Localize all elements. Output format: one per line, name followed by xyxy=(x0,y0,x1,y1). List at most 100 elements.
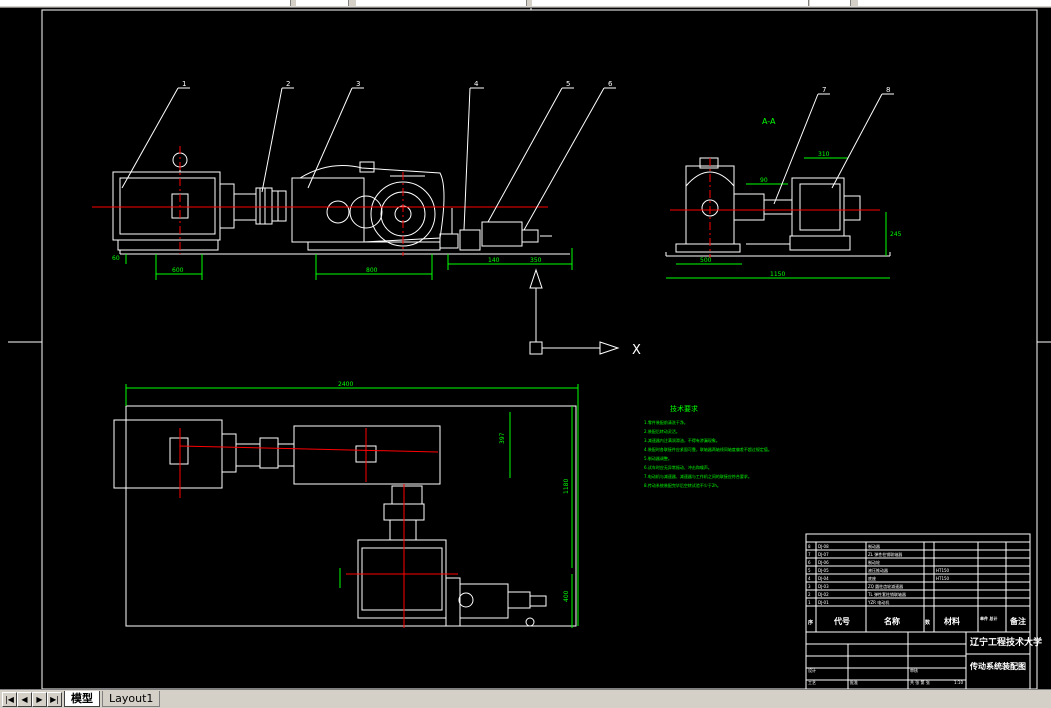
dim-plan-2: 397 xyxy=(499,432,506,444)
prev-tab-button[interactable]: ◀ xyxy=(17,692,32,707)
plan-dimensions xyxy=(125,384,579,628)
dim-side-3: 500 xyxy=(700,257,712,264)
tb-header-code: 代号 xyxy=(833,616,850,626)
tb-row-6-name: 制动轮 xyxy=(868,559,880,565)
dim-front-1: 600 xyxy=(172,267,184,274)
title-block-rows: 8 DJ-08 制动器 7 DJ-07 ZL 弹性柱销联轴器 6 DJ-06 制… xyxy=(808,543,950,605)
plan-dimension-texts: 2400 397 1180 400 xyxy=(338,381,570,602)
dim-front-3: 140 xyxy=(488,257,500,264)
side-dimensions xyxy=(666,157,890,279)
toolbar-field-6[interactable] xyxy=(858,0,1051,6)
brake-assembly xyxy=(439,208,552,251)
motor xyxy=(112,152,235,251)
side-balloon-numbers: 7 8 xyxy=(822,86,890,94)
ucs-x-label: X xyxy=(632,343,641,358)
tb-header-weight: 单件 总计 xyxy=(980,615,997,621)
tb-drawing-title: 传动系统装配图 xyxy=(969,661,1026,671)
tb-row-4-code: DJ-04 xyxy=(818,576,829,581)
tb-check: 审核 xyxy=(910,667,918,673)
front-dimensions xyxy=(125,248,573,280)
toolbar-field-1[interactable] xyxy=(0,0,291,6)
dim-front-4: 350 xyxy=(530,257,542,264)
tb-header-qty: 数 xyxy=(925,619,931,626)
base-rail xyxy=(119,250,570,255)
toolbar-field-2[interactable] xyxy=(296,0,349,6)
tech-req-line-7: 7.电动机与减速器、减速器与工作机之间的联接应符合要求。 xyxy=(644,473,752,479)
tb-row-3-code: DJ-03 xyxy=(818,584,829,589)
tb-row-5-no: 5 xyxy=(808,568,811,573)
first-tab-button[interactable]: |◀ xyxy=(2,692,17,707)
title-block-sign-rows: 设计 工艺 批准 审核 1:10 共 张 第 张 xyxy=(808,667,963,685)
balloon-7: 7 xyxy=(822,86,826,94)
front-dimension-texts: 600 800 140 350 60 xyxy=(112,255,542,274)
dim-front-2: 800 xyxy=(366,267,378,274)
front-balloon-numbers: 1 2 3 4 5 6 xyxy=(182,80,613,88)
balloon-1: 1 xyxy=(182,80,186,88)
drawing-canvas[interactable]: 1 2 3 4 5 6 600 800 140 350 60 A-A xyxy=(0,8,1051,690)
toolbar-field-5[interactable] xyxy=(810,0,851,6)
tech-req-title: 技术要求 xyxy=(670,404,698,413)
front-view xyxy=(92,87,616,280)
dim-plan-1: 2400 xyxy=(338,381,353,388)
tb-row-7-name: ZL 弹性柱销联轴器 xyxy=(868,551,902,557)
balloon-4: 4 xyxy=(474,80,479,88)
dim-plan-3: 1180 xyxy=(563,479,570,494)
tech-req-line-6: 6.试车时应无异常振动、冲击和噪声。 xyxy=(644,464,712,470)
side-dimension-texts: 90 310 500 1150 245 xyxy=(700,151,902,278)
balloon-3: 3 xyxy=(356,80,360,88)
tb-row-8-code: DJ-08 xyxy=(818,544,829,549)
title-block xyxy=(805,533,1031,690)
layout-tab-bar: |◀ ◀ ▶ ▶| 模型 Layout1 xyxy=(0,689,1051,708)
tech-req-line-2: 2.装配后转动灵活。 xyxy=(644,428,680,434)
tb-row-1-code: DJ-01 xyxy=(818,600,829,605)
tb-row-5-name: 液压推动器 xyxy=(868,567,888,573)
tb-row-2-name: TL 弹性套柱销联轴器 xyxy=(867,591,906,597)
tb-row-1-no: 1 xyxy=(808,600,811,605)
tb-row-3-name: ZQ 圆柱齿轮减速器 xyxy=(868,583,903,589)
tb-row-6-code: DJ-06 xyxy=(818,560,829,565)
tb-header-note: 备注 xyxy=(1009,616,1026,626)
tech-req-line-1: 1.零件装配前清洗干净。 xyxy=(644,419,688,425)
tech-req-line-4: 4.装配时各联接件应紧固可靠，联轴器两轴线同轴度偏差不超过规定值。 xyxy=(644,446,772,452)
front-balloon-leaders xyxy=(121,87,616,231)
tb-header-name: 名称 xyxy=(884,616,900,626)
tb-university: 辽宁工程技术大学 xyxy=(970,636,1042,648)
section-label: A-A xyxy=(762,117,776,126)
plan-view xyxy=(113,405,577,627)
title-block-header: 序 代号 名称 数 材料 单件 总计 备注 xyxy=(807,615,1026,626)
tb-scale: 1:10 xyxy=(954,680,963,685)
tb-row-5-material: HT150 xyxy=(936,568,950,573)
balloon-6: 6 xyxy=(608,80,613,88)
tb-header-no: 序 xyxy=(807,619,813,626)
tb-approve: 批准 xyxy=(850,679,858,685)
dim-front-5: 60 xyxy=(112,255,120,262)
reducer xyxy=(291,161,445,251)
tb-row-8-name: 制动器 xyxy=(868,543,880,549)
ucs-icon xyxy=(529,268,620,355)
next-tab-button[interactable]: ▶ xyxy=(32,692,47,707)
tab-model[interactable]: 模型 xyxy=(64,691,100,707)
dim-plan-4: 400 xyxy=(563,590,570,602)
tb-row-2-code: DJ-02 xyxy=(818,592,829,597)
dim-side-2: 310 xyxy=(818,151,830,158)
balloon-5: 5 xyxy=(566,80,570,88)
tech-req-line-3: 3.减速器内注满润滑油，不得有渗漏现象。 xyxy=(644,437,720,443)
last-tab-button[interactable]: ▶| xyxy=(47,692,62,707)
tb-row-7-no: 7 xyxy=(808,552,811,557)
dim-side-5: 245 xyxy=(890,231,902,238)
tab-layout1[interactable]: Layout1 xyxy=(102,691,161,707)
tb-header-material: 材料 xyxy=(944,616,960,626)
tb-row-3-no: 3 xyxy=(808,584,811,589)
tb-row-1-name: YZR 电动机 xyxy=(867,599,889,605)
tb-process: 工艺 xyxy=(808,680,816,685)
dim-side-4: 1150 xyxy=(770,271,785,278)
balloon-8: 8 xyxy=(886,86,890,94)
tb-designer: 设计 xyxy=(808,667,816,673)
toolbar-field-3[interactable] xyxy=(356,0,527,6)
tech-req-line-8: 8.传动系统装配完毕后空转试验不少于2h。 xyxy=(644,482,721,488)
side-balloon-leaders xyxy=(773,93,894,205)
tech-requirements: 技术要求 1.零件装配前清洗干净。 2.装配后转动灵活。 3.减速器内注满润滑油… xyxy=(644,404,772,488)
toolbar-strip xyxy=(0,0,1051,8)
toolbar-field-4[interactable] xyxy=(532,0,809,6)
balloon-2: 2 xyxy=(286,80,290,88)
